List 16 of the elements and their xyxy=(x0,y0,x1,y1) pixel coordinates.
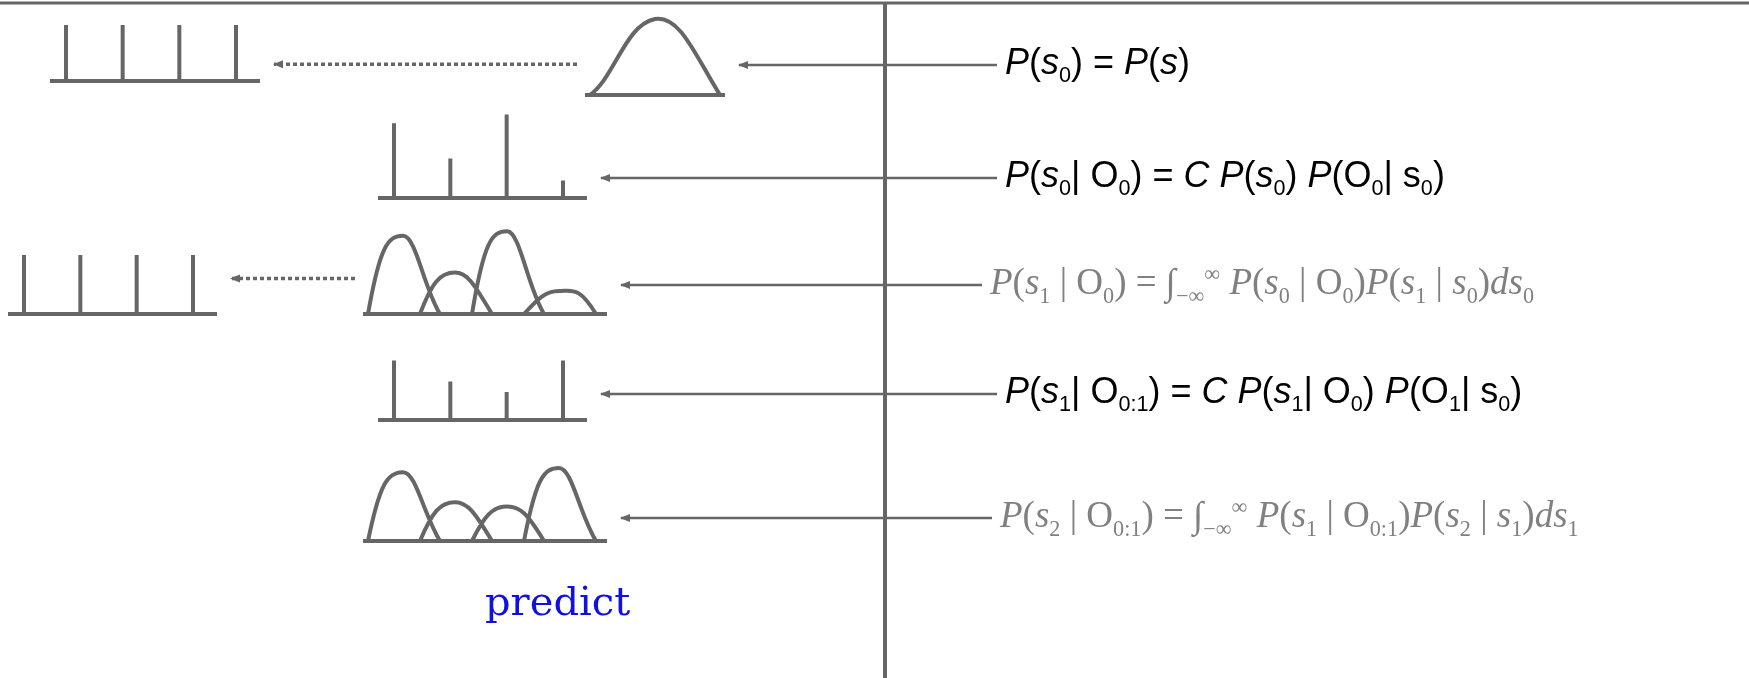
sample-spikes-drawing xyxy=(50,25,260,83)
sample-spikes-drawing xyxy=(8,255,217,316)
arrow xyxy=(620,281,982,289)
arrow xyxy=(738,61,997,69)
arrow xyxy=(600,174,997,182)
caption-text: predict xyxy=(485,578,631,624)
equation: P(s$_{0}$| O$_{0}$) = C P(s$_{0}$) P(O$_{0}$| s$_{0}$) xyxy=(1005,157,1445,199)
equation: P(s$_{0}$) = P(s) xyxy=(1005,44,1191,86)
density-curve-drawing xyxy=(585,15,725,97)
arrow xyxy=(620,514,992,522)
equation: P(s$_{1}$| O$_{0:1}$) = C P(s$_{1}$| O$_{0}$) P(O$_{1}$| s$_{0}$) xyxy=(1005,373,1523,415)
equation: P(s$_{2}$ | O$_{0:1}$) = ∫$_{−∞}$$^{∞}$ P(s$_{1}$ | O$_{0:1}$)P(s$_{2}$ | s$_{1}$)ds$_{1}$ xyxy=(1000,496,1579,540)
equation: P(s$_{1}$ | O$_{0}$) = ∫$_{−∞}$$^{∞}$ P(s$_{0}$ | O$_{0}$)P(s$_{1}$ | s$_{0}$)ds$_{0}$ xyxy=(990,263,1535,307)
arrow xyxy=(273,60,577,69)
arrow xyxy=(230,274,355,283)
arrow xyxy=(600,390,997,398)
